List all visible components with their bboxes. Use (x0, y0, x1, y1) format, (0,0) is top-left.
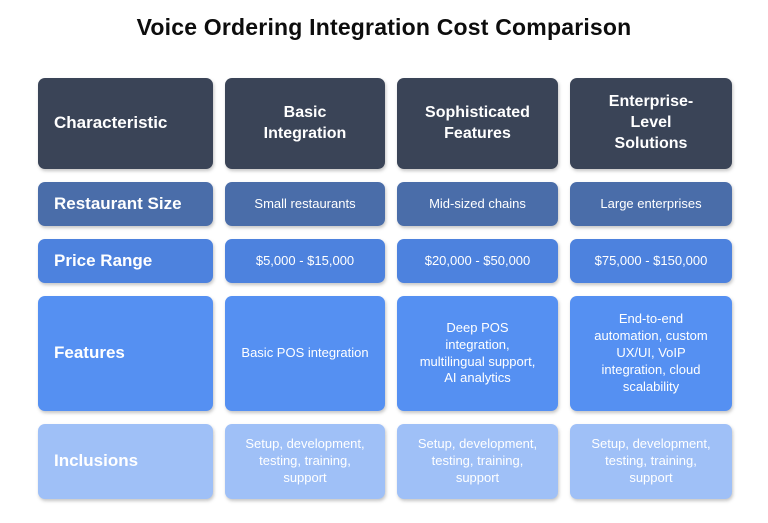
cell-features-enterprise: End-to-end automation, custom UX/UI, VoI… (570, 296, 732, 411)
header-cell-basic-integration: Basic Integration (225, 78, 385, 169)
header-cell-enterprise-level-solutions: Enterprise-Level Solutions (570, 78, 732, 169)
cell-price-range-sophisticated: $20,000 - $50,000 (397, 239, 558, 283)
row-label-restaurant-size: Restaurant Size (38, 182, 213, 226)
cell-features-basic: Basic POS integration (225, 296, 385, 411)
cell-restaurant-size-enterprise: Large enterprises (570, 182, 732, 226)
row-label-price-range: Price Range (38, 239, 213, 283)
comparison-table: Characteristic Basic Integration Sophist… (38, 78, 732, 499)
row-label-inclusions: Inclusions (38, 424, 213, 499)
header-cell-characteristic: Characteristic (38, 78, 213, 169)
page-title: Voice Ordering Integration Cost Comparis… (136, 14, 632, 40)
row-label-features: Features (38, 296, 213, 411)
cell-inclusions-sophisticated: Setup, development, testing, training, s… (397, 424, 558, 499)
cell-inclusions-enterprise: Setup, development, testing, training, s… (570, 424, 732, 499)
cell-inclusions-basic: Setup, development, testing, training, s… (225, 424, 385, 499)
cell-features-sophisticated: Deep POS integration, multilingual suppo… (397, 296, 558, 411)
header-cell-sophisticated-features: Sophisticated Features (397, 78, 558, 169)
cell-price-range-basic: $5,000 - $15,000 (225, 239, 385, 283)
cell-restaurant-size-basic: Small restaurants (225, 182, 385, 226)
cell-restaurant-size-sophisticated: Mid-sized chains (397, 182, 558, 226)
cell-price-range-enterprise: $75,000 - $150,000 (570, 239, 732, 283)
